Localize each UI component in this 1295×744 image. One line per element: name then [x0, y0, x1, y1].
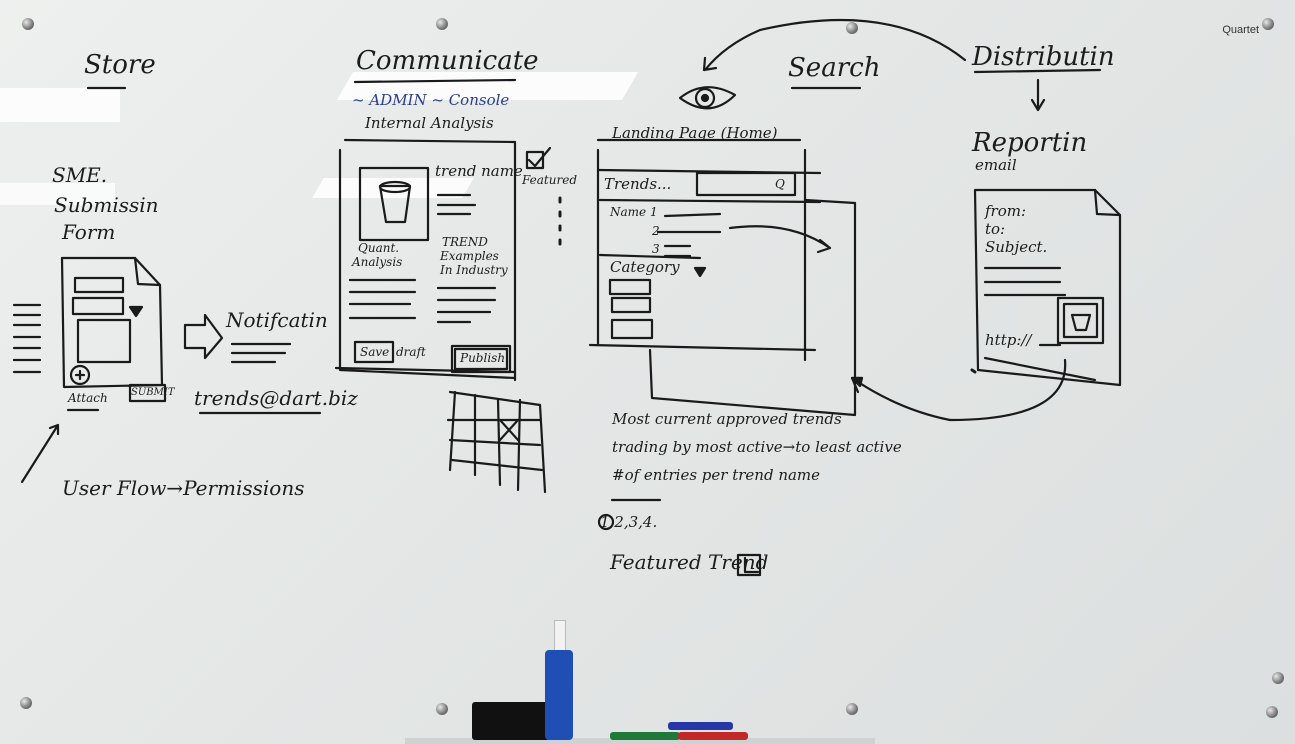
from-label: from:	[985, 202, 1027, 220]
spray-nozzle	[554, 620, 566, 652]
email-address: trends@dart.biz	[194, 386, 358, 410]
notification-label: Notifcatin	[226, 308, 328, 332]
name-1-label: Name 1	[610, 205, 658, 219]
note-2: trading by most active→to least active	[612, 438, 902, 456]
eraser[interactable]	[472, 702, 550, 740]
internal-analysis-label: Internal Analysis	[365, 114, 494, 132]
spray-bottle[interactable]	[545, 620, 575, 740]
pin-tr	[1262, 18, 1274, 30]
publish-label: Publish	[460, 351, 506, 365]
link-label: http://	[985, 331, 1032, 349]
pin-b3	[846, 703, 858, 715]
heading-communicate: Communicate	[356, 46, 539, 76]
admin-console-label: ~ ADMIN ~ Console	[352, 91, 510, 109]
featured-label: Featured	[522, 173, 577, 187]
pin-t2	[436, 18, 448, 30]
pin-bl	[20, 697, 32, 709]
category-label: Category	[610, 258, 680, 276]
pin-br	[1266, 706, 1278, 718]
heading-search: Search	[788, 53, 881, 83]
pin-t3	[846, 22, 858, 34]
note-1: Most current approved trends	[612, 410, 842, 428]
glare-left2	[0, 183, 115, 205]
draft-label: draft	[396, 345, 426, 359]
trends-field-label: Trends...	[604, 175, 672, 193]
pin-b2	[436, 703, 448, 715]
trend-examples-2: Examples	[440, 249, 499, 263]
user-flow-label: User Flow→Permissions	[62, 476, 305, 500]
glare-left	[0, 88, 120, 122]
marker-tray	[405, 738, 875, 744]
name-3-label: 3	[652, 242, 660, 256]
heading-store: Store	[84, 50, 156, 80]
search-icon: Q	[775, 177, 785, 191]
name-2-label: 2	[652, 224, 660, 238]
spray-body	[545, 650, 573, 740]
brand-label: Quartet	[1222, 24, 1259, 36]
note-4: 1 2,3,4.	[600, 513, 658, 531]
subject-label: Subject.	[985, 238, 1048, 256]
marker-blue[interactable]	[668, 722, 733, 730]
marker-red[interactable]	[678, 732, 748, 740]
sme-sub2: Form	[62, 220, 116, 244]
marker-green[interactable]	[610, 732, 680, 740]
featured-trend-label: Featured Trend	[610, 550, 769, 574]
sme-sub1: Submissin	[54, 193, 159, 217]
quant-label: Quant.	[358, 241, 400, 255]
submit-label: SUBMIT	[131, 387, 175, 398]
note-3: #of entries per trend name	[612, 466, 821, 484]
reporting-label: Reportin	[972, 128, 1088, 158]
analysis-label: Analysis	[352, 255, 403, 269]
pin-br2	[1272, 672, 1284, 684]
pin-tl	[22, 18, 34, 30]
heading-distribution: Distributin	[972, 42, 1115, 72]
trend-name-label: trend name	[435, 162, 523, 180]
landing-page-label: Landing Page (Home)	[612, 124, 778, 142]
email-label: email	[975, 156, 1017, 174]
to-label: to:	[985, 220, 1006, 238]
save-label: Save	[360, 345, 390, 359]
sme-title: SME.	[52, 163, 108, 187]
trend-examples-1: TREND	[442, 235, 488, 249]
trend-examples-3: In Industry	[440, 263, 508, 277]
attach-label: Attach	[68, 391, 108, 405]
